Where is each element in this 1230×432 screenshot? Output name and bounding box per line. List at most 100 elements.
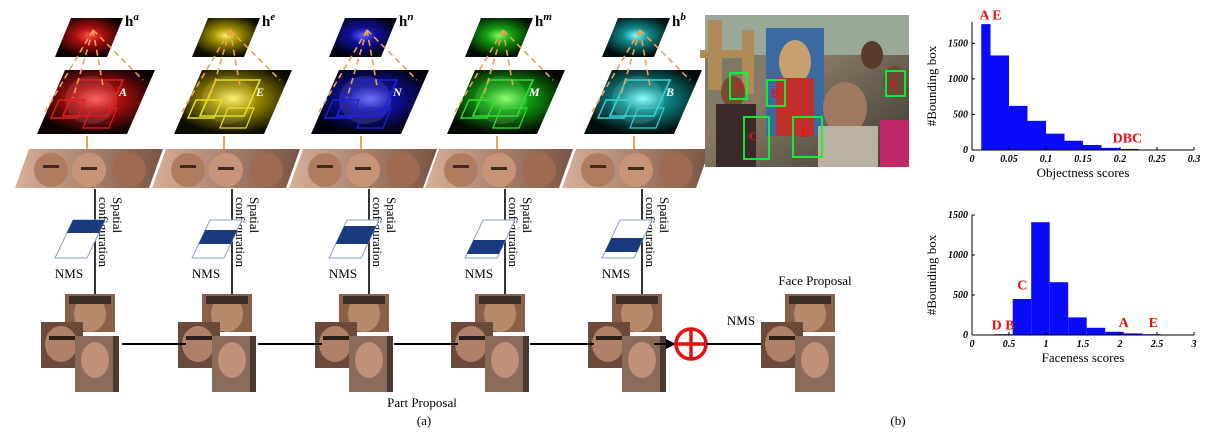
x-tick-label: 2.5 xyxy=(1150,339,1164,350)
y-axis-label: #Bounding box xyxy=(924,234,939,315)
chart-annotation: DBC xyxy=(1113,132,1143,147)
svg-text:C: C xyxy=(749,129,758,143)
heatmap-letter: B xyxy=(665,85,674,99)
chart-annotation: A E xyxy=(979,9,1001,24)
part-crop-stack xyxy=(451,294,529,392)
heatmap-letter: A xyxy=(118,85,127,99)
histogram-bar xyxy=(1049,282,1069,335)
x-tick-label: 2 xyxy=(1117,339,1123,350)
histogram-bar xyxy=(1120,148,1139,150)
caption-a: (a) xyxy=(417,413,431,428)
x-tick-label: 0 xyxy=(970,339,975,350)
face-proposal-label: Face Proposal xyxy=(778,273,852,288)
x-tick-label: 0.2 xyxy=(1114,154,1127,165)
head-label: ha xyxy=(125,11,139,30)
y-tick-label: 0 xyxy=(963,145,968,156)
x-tick-label: 3 xyxy=(1191,339,1197,350)
face-strip xyxy=(289,149,437,188)
part-crop-stack xyxy=(588,294,666,392)
y-tick-label: 500 xyxy=(953,290,968,301)
detection-labels: A B C D E xyxy=(734,76,898,143)
face-strip xyxy=(15,149,163,188)
final-nms-label: NMS xyxy=(727,313,755,328)
part-crop-stack xyxy=(315,294,393,392)
face-strip xyxy=(562,149,710,188)
nms-label: NMS xyxy=(602,266,630,281)
part-proposal-label: Part Proposal xyxy=(387,395,457,410)
crowd-photo: A B C D E xyxy=(700,15,909,167)
histogram-bar xyxy=(1009,105,1028,150)
x-tick-label: 0 xyxy=(970,154,975,165)
caption-b: (b) xyxy=(890,413,905,428)
heatmap-letter: E xyxy=(255,85,264,99)
nms-label: NMS xyxy=(329,266,357,281)
part-crop-stack xyxy=(41,294,119,392)
y-tick-label: 1500 xyxy=(948,210,968,221)
chart-annotation: D B xyxy=(992,319,1015,334)
svg-text:A: A xyxy=(734,78,743,92)
spatial-configuration-label: Spatialconfiguration xyxy=(370,197,399,268)
heatmap-small xyxy=(465,18,533,57)
face-strip xyxy=(152,149,300,188)
spatial-configuration-label: Spatialconfiguration xyxy=(233,197,262,268)
nms-filled-region xyxy=(604,238,644,252)
svg-text:B: B xyxy=(771,86,779,100)
svg-text:E: E xyxy=(890,76,898,90)
spatial-configuration-label: Spatialconfiguration xyxy=(506,197,535,268)
histogram-bar xyxy=(1064,140,1083,150)
histogram-bar xyxy=(1027,120,1046,150)
spatial-configuration-label: Spatialconfiguration xyxy=(643,197,672,268)
nms-filled-region xyxy=(466,240,506,254)
heatmap-letter: N xyxy=(392,85,403,99)
heatmap-small xyxy=(329,18,397,57)
x-axis-label: Faceness scores xyxy=(1042,350,1125,365)
x-axis-label: Objectness scores xyxy=(1037,165,1130,180)
chart-annotation: E xyxy=(1149,316,1158,331)
head-label: hn xyxy=(399,11,413,30)
x-tick-label: 0.25 xyxy=(1148,154,1166,165)
histogram-bar xyxy=(1068,317,1087,335)
y-axis-label: #Bounding box xyxy=(924,45,939,126)
x-tick-label: 1 xyxy=(1044,339,1049,350)
nms-label: NMS xyxy=(192,266,220,281)
face-proposal-stack xyxy=(761,294,835,392)
nms-label: NMS xyxy=(55,266,83,281)
detection-boxes xyxy=(729,70,906,160)
heatmap-small xyxy=(55,18,123,57)
histogram-bar xyxy=(1105,331,1124,335)
x-tick-label: 0.5 xyxy=(1003,339,1016,350)
plus-circle-icon xyxy=(674,327,708,361)
histogram-bar xyxy=(1086,327,1106,335)
histogram-bar xyxy=(981,24,991,151)
heatmap-small xyxy=(192,18,260,57)
histogram-bar xyxy=(1046,133,1065,150)
head-label: hb xyxy=(672,11,686,30)
chart-annotation: A xyxy=(1119,316,1130,331)
histogram-bar xyxy=(1123,333,1143,335)
heatmap-small xyxy=(602,18,670,57)
x-tick-label: 1.5 xyxy=(1077,339,1090,350)
head-label: he xyxy=(262,11,275,30)
heatmap-letter: M xyxy=(528,85,540,99)
svg-text:D: D xyxy=(801,126,810,140)
histogram-bar xyxy=(1101,147,1120,150)
x-tick-label: 0.05 xyxy=(1000,154,1018,165)
histogram-bar xyxy=(990,55,1009,150)
y-tick-label: 1000 xyxy=(948,74,968,85)
y-tick-label: 1000 xyxy=(948,250,968,261)
x-tick-label: 0.1 xyxy=(1040,154,1053,165)
spatial-configuration-label: Spatialconfiguration xyxy=(96,197,125,268)
face-strip xyxy=(425,149,573,188)
nms-filled-region xyxy=(66,220,105,233)
chart-annotation: C xyxy=(1017,279,1027,294)
histogram-bar xyxy=(1083,145,1102,150)
